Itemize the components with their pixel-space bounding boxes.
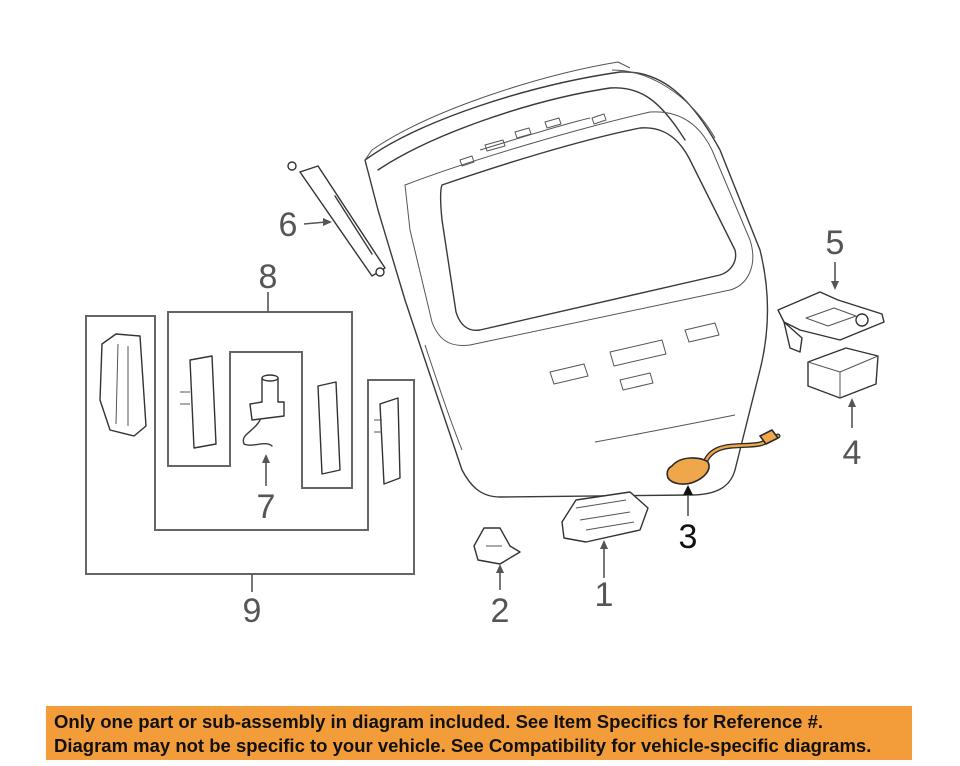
part-5-bracket xyxy=(777,291,885,353)
group-box-9 xyxy=(85,315,415,575)
disclaimer-line-1: Only one part or sub-assembly in diagram… xyxy=(54,711,824,732)
part-3-release-switch xyxy=(666,429,781,485)
part-2-striker xyxy=(473,527,521,565)
part-4-module xyxy=(807,347,879,399)
callout-1: 1 xyxy=(595,576,614,614)
callout-2: 2 xyxy=(491,592,510,630)
part-7-socket xyxy=(242,374,285,447)
disclaimer-banner: Only one part or sub-assembly in diagram… xyxy=(46,706,912,760)
disclaimer-line-2: Diagram may not be specific to your vehi… xyxy=(54,735,872,756)
callout-3: 3 xyxy=(679,518,698,556)
lamp-right-outer xyxy=(374,397,401,485)
lamp-left-outer xyxy=(99,333,147,437)
callout-6: 6 xyxy=(279,206,298,244)
group-box-8 xyxy=(167,311,353,489)
part-6-strut xyxy=(287,161,386,277)
callout-5: 5 xyxy=(826,224,845,262)
lamp-left-inner xyxy=(180,355,217,449)
liftgate-drawing xyxy=(364,61,769,498)
callout-7: 7 xyxy=(257,488,276,526)
leaders xyxy=(251,218,856,592)
callout-4: 4 xyxy=(843,434,862,472)
callout-9: 9 xyxy=(243,592,262,630)
parts-diagram: 6 5 4 3 1 2 7 8 9 xyxy=(85,61,885,630)
callout-8: 8 xyxy=(259,258,278,296)
lamp-right-inner xyxy=(317,381,341,475)
part-1-latch xyxy=(561,491,649,543)
